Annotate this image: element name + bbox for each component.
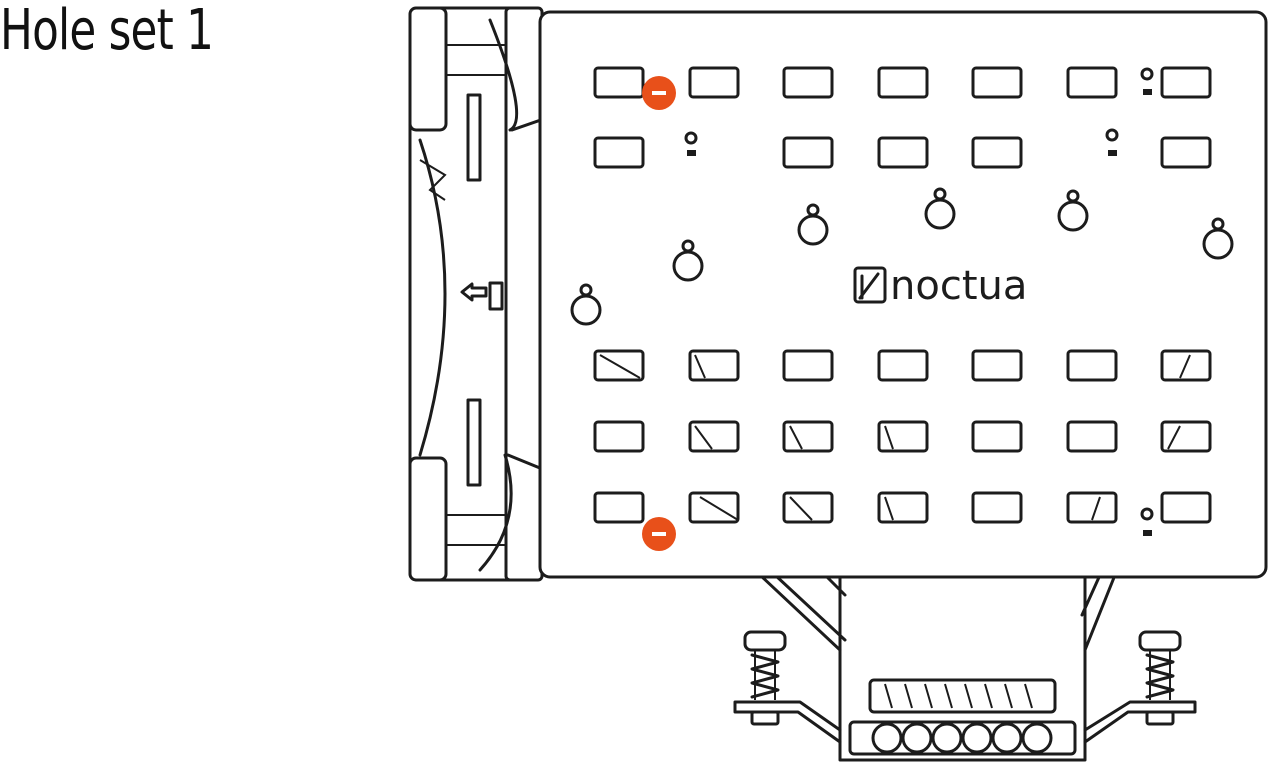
brand-name: noctua xyxy=(890,263,1027,309)
small-holes xyxy=(684,67,1154,536)
screw-marker-top xyxy=(642,76,676,110)
fan-frame xyxy=(408,6,662,582)
heatsink-fins: noctua xyxy=(538,10,1268,579)
arrow-right-icon xyxy=(460,281,504,311)
mounting-base xyxy=(733,573,1197,762)
hole-set-caption: Hole set 1 xyxy=(0,0,214,63)
keyhole-holes xyxy=(570,187,1234,326)
noctua-logo-icon xyxy=(853,266,887,304)
screw-marker-bottom xyxy=(642,517,676,551)
